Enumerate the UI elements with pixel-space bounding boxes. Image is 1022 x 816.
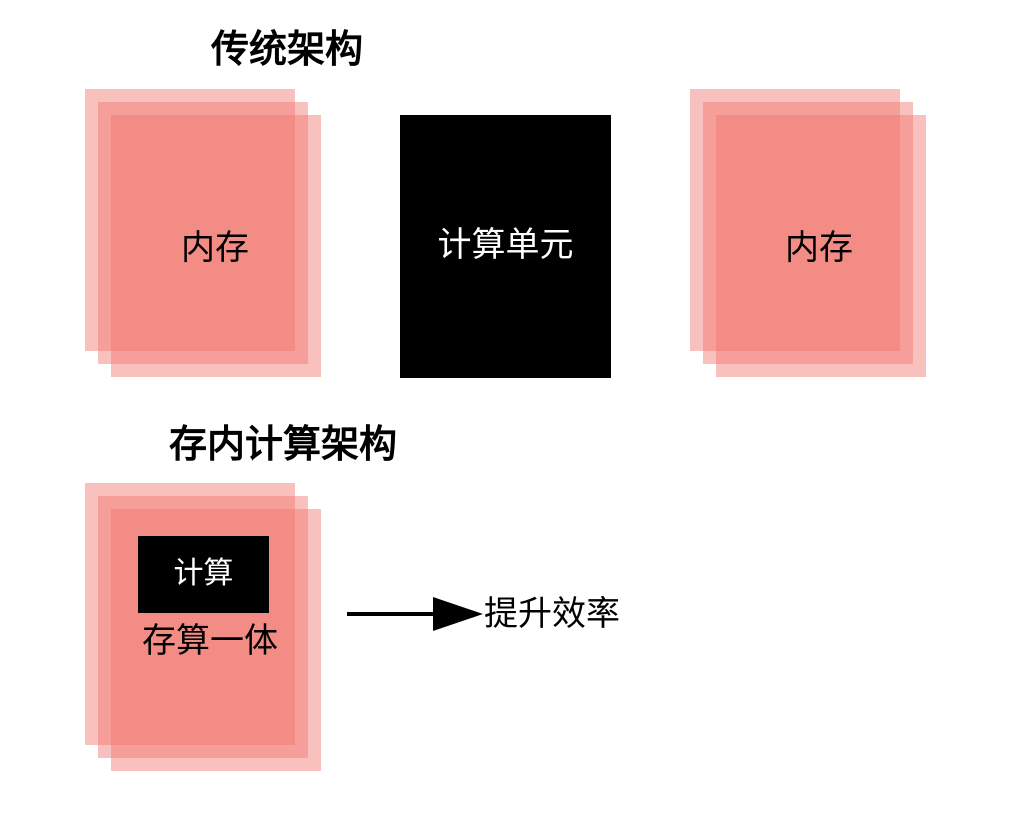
compute-unit-label: 计算单元 <box>437 225 574 265</box>
arrow-right-icon <box>347 597 483 631</box>
in-memory-architecture-title: 存内计算架构 <box>169 422 398 466</box>
in-memory-block-label: 存算一体 <box>142 621 278 661</box>
compute-chip: 计算 <box>138 536 269 613</box>
memory-layer <box>716 115 926 377</box>
in-memory-block: 存算一体 <box>85 483 325 773</box>
memory-layer <box>703 102 913 364</box>
compute-unit-block: 计算单元 <box>400 115 611 378</box>
memory-right-label: 内存 <box>785 228 853 268</box>
efficiency-arrow <box>347 594 483 634</box>
memory-layer <box>85 483 295 745</box>
compute-chip-label: 计算 <box>173 556 234 591</box>
memory-left-label: 内存 <box>181 228 249 268</box>
memory-layer <box>98 102 308 364</box>
memory-layer <box>85 89 295 351</box>
memory-layer <box>111 115 321 377</box>
efficiency-label: 提升效率 <box>484 594 620 634</box>
memory-layer <box>690 89 900 351</box>
memory-block-left: 内存 <box>85 89 325 379</box>
memory-block-right: 内存 <box>690 89 930 379</box>
traditional-architecture-title: 传统架构 <box>211 27 364 71</box>
